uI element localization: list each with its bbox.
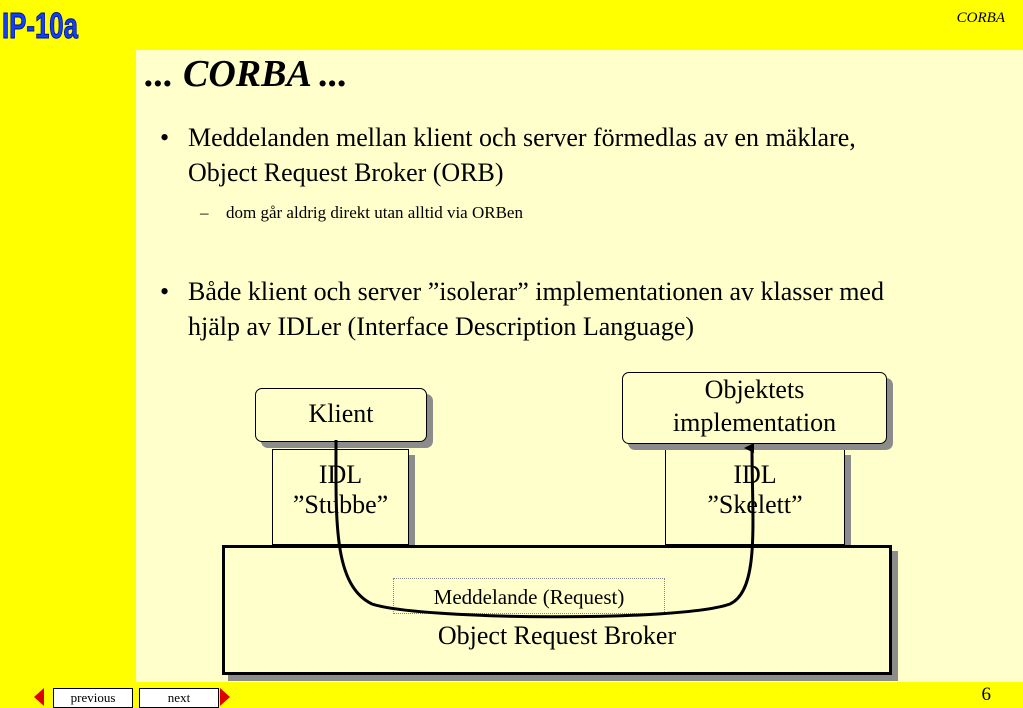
- bullet-dot: •: [160, 277, 170, 306]
- client-box: Klient: [255, 388, 427, 442]
- object-implementation-box: Objektets implementation: [622, 372, 887, 444]
- sub-dash: –: [200, 203, 209, 222]
- idl-stub-line2: ”Stubbe”: [292, 490, 389, 519]
- idl-skeleton-box: IDL ”Skelett”: [665, 449, 845, 545]
- request-label: Meddelande (Request): [393, 578, 665, 614]
- idl-skeleton-line1: IDL: [733, 460, 777, 489]
- next-button[interactable]: next: [139, 688, 219, 708]
- orb-label: Object Request Broker: [437, 621, 677, 650]
- idl-skeleton-line2: ”Skelett”: [707, 490, 803, 519]
- bullet-2-text: Både klient och server ”isolerar” implem…: [188, 277, 884, 341]
- bullet-1: • Meddelanden mellan klient och server f…: [160, 120, 900, 190]
- idl-stub-box: IDL ”Stubbe”: [272, 449, 409, 545]
- impl-line1: Objektets: [704, 375, 805, 404]
- client-label: Klient: [308, 399, 374, 428]
- next-arrow-icon[interactable]: [220, 688, 230, 706]
- bullet-1-text: Meddelanden mellan klient och server för…: [188, 123, 856, 187]
- previous-arrow-icon[interactable]: [34, 688, 44, 706]
- sub-bullet-1: –dom går aldrig direkt utan alltid via O…: [200, 203, 523, 223]
- logo-text: IP-10a: [2, 5, 79, 46]
- slide-title: ... CORBA ...: [145, 53, 348, 95]
- sub-bullet-1-text: dom går aldrig direkt utan alltid via OR…: [226, 203, 523, 222]
- previous-button[interactable]: previous: [53, 688, 133, 708]
- course-logo: IP-10a: [2, 5, 80, 47]
- page-number: 6: [981, 684, 992, 705]
- idl-stub-line1: IDL: [318, 460, 363, 489]
- bullet-2: • Både klient och server ”isolerar” impl…: [160, 274, 900, 344]
- header-title: CORBA: [956, 10, 1005, 26]
- impl-line2: implementation: [672, 408, 837, 437]
- bullet-dot: •: [160, 123, 170, 152]
